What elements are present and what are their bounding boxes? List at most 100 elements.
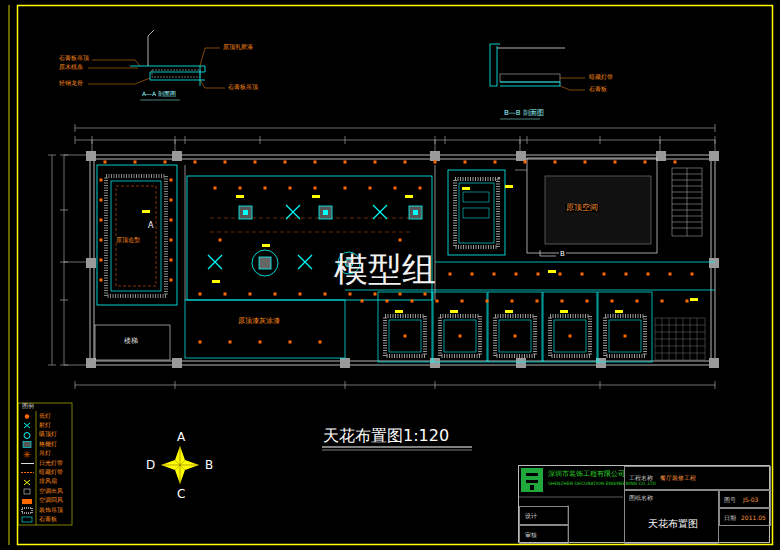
legend-row: 格栅灯	[19, 440, 71, 449]
downlight	[611, 300, 614, 303]
legend-sample	[19, 459, 36, 468]
downlight	[369, 187, 372, 190]
downlight	[399, 293, 402, 296]
downlight	[434, 161, 437, 164]
private-rooms	[378, 292, 652, 362]
downlight	[194, 161, 197, 164]
downlight	[100, 179, 103, 182]
callout-text: 石膏板吊顶	[227, 85, 259, 91]
downlight	[314, 187, 317, 190]
downlight	[274, 293, 277, 296]
downlight	[686, 300, 689, 303]
downlight	[461, 300, 464, 303]
legend-table	[18, 403, 72, 525]
legend-sample	[19, 478, 36, 487]
legend-text: 空调回风	[38, 498, 64, 504]
open-room	[515, 158, 657, 253]
box-subtext: SHENZHEN DECORATION ENGINEERING CO.,LTD	[547, 482, 657, 487]
downlight	[361, 300, 364, 303]
downlight	[134, 161, 137, 164]
callout-text: 轻钢龙骨	[58, 81, 84, 87]
callout-text: 原木线条	[58, 65, 84, 71]
downlight	[100, 259, 103, 262]
downlight	[404, 161, 407, 164]
box-text: 图号	[723, 497, 737, 503]
box-text: 图纸名称	[628, 495, 654, 501]
downlight	[419, 187, 422, 190]
watermark: 模型组	[333, 252, 437, 286]
fixture-tag	[405, 195, 413, 198]
downlight	[324, 293, 327, 296]
legend-row: 排风扇	[19, 478, 71, 487]
legend-sample	[19, 468, 36, 477]
downlight	[104, 161, 107, 164]
legend-row: 暗藏灯带	[19, 468, 71, 477]
downlight	[493, 273, 496, 276]
downlight	[536, 300, 539, 303]
compass-letter: D	[145, 459, 156, 471]
title-cell: 日期2011.05	[719, 508, 771, 526]
downlight	[554, 161, 557, 164]
downlight	[100, 219, 103, 222]
downlight	[524, 161, 527, 164]
compass-letter: C	[176, 488, 186, 500]
compass-letter: A	[176, 431, 186, 443]
downlight	[254, 161, 257, 164]
downlight	[214, 187, 217, 190]
downlight	[661, 300, 664, 303]
box-text: 工程名称	[628, 475, 654, 481]
downlight	[586, 300, 589, 303]
legend-sample	[19, 497, 36, 506]
box-text: 原顶漆灰涂漆	[237, 318, 281, 325]
downlight	[264, 187, 267, 190]
outer-walls	[90, 155, 715, 365]
leader-lines-a	[88, 48, 225, 88]
box-subtext: 2011.05	[740, 515, 767, 521]
fixture-tag	[462, 187, 470, 190]
downlight	[374, 161, 377, 164]
fixture-tag	[560, 310, 568, 313]
box-text: 楼梯	[123, 338, 139, 345]
legend-row: 筒灯	[19, 412, 71, 421]
downlight	[344, 161, 347, 164]
fixture-tag	[212, 280, 220, 283]
downlight	[170, 239, 173, 242]
downlight	[569, 335, 572, 338]
title-cell: 审核	[519, 525, 569, 544]
downlight	[561, 300, 564, 303]
downlight	[344, 187, 347, 190]
main-hall	[185, 165, 715, 358]
box-text: 原顶空间	[565, 204, 599, 212]
downlight	[511, 300, 514, 303]
downlight	[514, 335, 517, 338]
legend-sample	[19, 431, 36, 440]
callout-text: 石膏板	[588, 87, 608, 93]
downlight	[449, 273, 452, 276]
legend-sample	[19, 506, 36, 515]
downlight	[644, 161, 647, 164]
legend-row: 射灯	[19, 421, 71, 430]
legend-text: 筒灯	[38, 414, 52, 420]
section-cut	[540, 250, 556, 256]
columns	[86, 151, 719, 368]
downlights	[100, 161, 694, 344]
box-text: 审核	[524, 532, 538, 538]
downlight	[636, 300, 639, 303]
drawing-title: 天花布置图1:120	[322, 428, 450, 444]
title-block: 深圳市装饰工程有限公司SHENZHEN DECORATION ENGINEERI…	[518, 465, 770, 543]
downlight	[581, 273, 584, 276]
box-subtext: 天花布置图	[647, 519, 699, 529]
title-cell: 图号JS-03	[719, 490, 771, 508]
title-underline	[140, 100, 180, 101]
fixture-tags	[142, 185, 698, 313]
downlight	[471, 273, 474, 276]
downlight	[374, 293, 377, 296]
box-text: 原顶造型	[115, 237, 141, 243]
downlight	[100, 239, 103, 242]
section-title: B—B 剖面图	[503, 110, 545, 117]
downlight	[219, 239, 222, 242]
downlight	[404, 335, 407, 338]
legend-row: 日光灯带	[19, 459, 71, 468]
section-a	[130, 30, 205, 86]
downlight	[399, 239, 402, 242]
